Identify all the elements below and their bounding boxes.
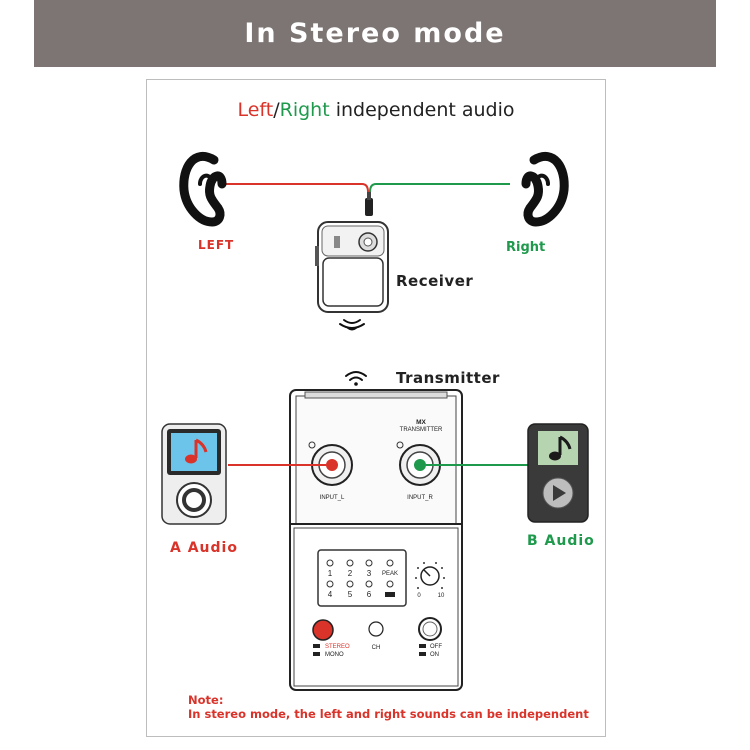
headline: Left/Right independent audio — [146, 99, 606, 121]
headline-slash: / — [273, 99, 280, 121]
channel-4: 4 — [328, 590, 333, 599]
receiver-wifi-icon — [339, 319, 365, 331]
transmitter-label: Transmitter — [396, 369, 500, 387]
left-wire — [222, 183, 369, 204]
ch-label: CH — [372, 645, 381, 651]
headline-rest: independent audio — [329, 99, 515, 121]
off-label: OFF — [430, 644, 442, 650]
channel-3: 3 — [367, 569, 372, 578]
input-r-label: INPUT_R — [407, 495, 433, 501]
receiver-device — [315, 221, 389, 313]
a-audio-label: A Audio — [170, 540, 238, 556]
stereo-label: STEREO — [325, 644, 350, 650]
receiver-label: Receiver — [396, 272, 474, 290]
left-ear-icon — [179, 151, 227, 227]
channel-2: 2 — [348, 569, 353, 578]
model-line2: TRANSMITTER — [400, 427, 443, 433]
diagram-frame — [146, 79, 606, 737]
b-audio-label: B Audio — [527, 533, 595, 549]
transmitter-device: MX TRANSMITTER INPUT_L INPUT_R 1 2 3 PEA… — [289, 389, 463, 691]
channel-1: 1 — [328, 569, 333, 578]
music-note-icon — [549, 435, 572, 461]
input-l-connector — [308, 441, 353, 486]
peak-label: PEAK — [382, 571, 398, 577]
channel-5: 5 — [348, 590, 353, 599]
input-l-label: INPUT_L — [320, 495, 345, 501]
receiver-jack — [365, 198, 373, 216]
a-audio-player — [161, 423, 227, 525]
note-title: Note: — [188, 693, 224, 707]
left-label: LEFT — [198, 238, 235, 252]
on-label: ON — [430, 652, 439, 658]
headline-right: Right — [279, 99, 330, 121]
stereo-button — [312, 619, 334, 641]
note-text: In stereo mode, the left and right sound… — [188, 707, 589, 721]
play-icon — [553, 485, 566, 501]
knob-min-label: 0 — [417, 593, 421, 599]
model-line1: MX — [416, 419, 426, 426]
right-label: Right — [506, 240, 546, 255]
mono-label: MONO — [325, 652, 344, 658]
right-wire — [369, 183, 510, 204]
input-r-connector — [396, 441, 441, 486]
knob-max-label: 10 — [438, 593, 445, 599]
page-title: In Stereo mode — [244, 18, 506, 49]
channel-6: 6 — [367, 590, 372, 599]
volume-knob — [415, 562, 445, 589]
ch-button — [368, 621, 384, 637]
right-ear-icon — [521, 151, 569, 227]
transmitter-wifi-icon — [345, 371, 367, 386]
headline-left: Left — [237, 99, 274, 121]
b-audio-player — [527, 423, 589, 523]
led-panel — [317, 549, 407, 607]
page-banner: In Stereo mode — [34, 0, 716, 67]
music-note-icon — [185, 438, 208, 464]
note: Note: In stereo mode, the left and right… — [188, 693, 589, 721]
